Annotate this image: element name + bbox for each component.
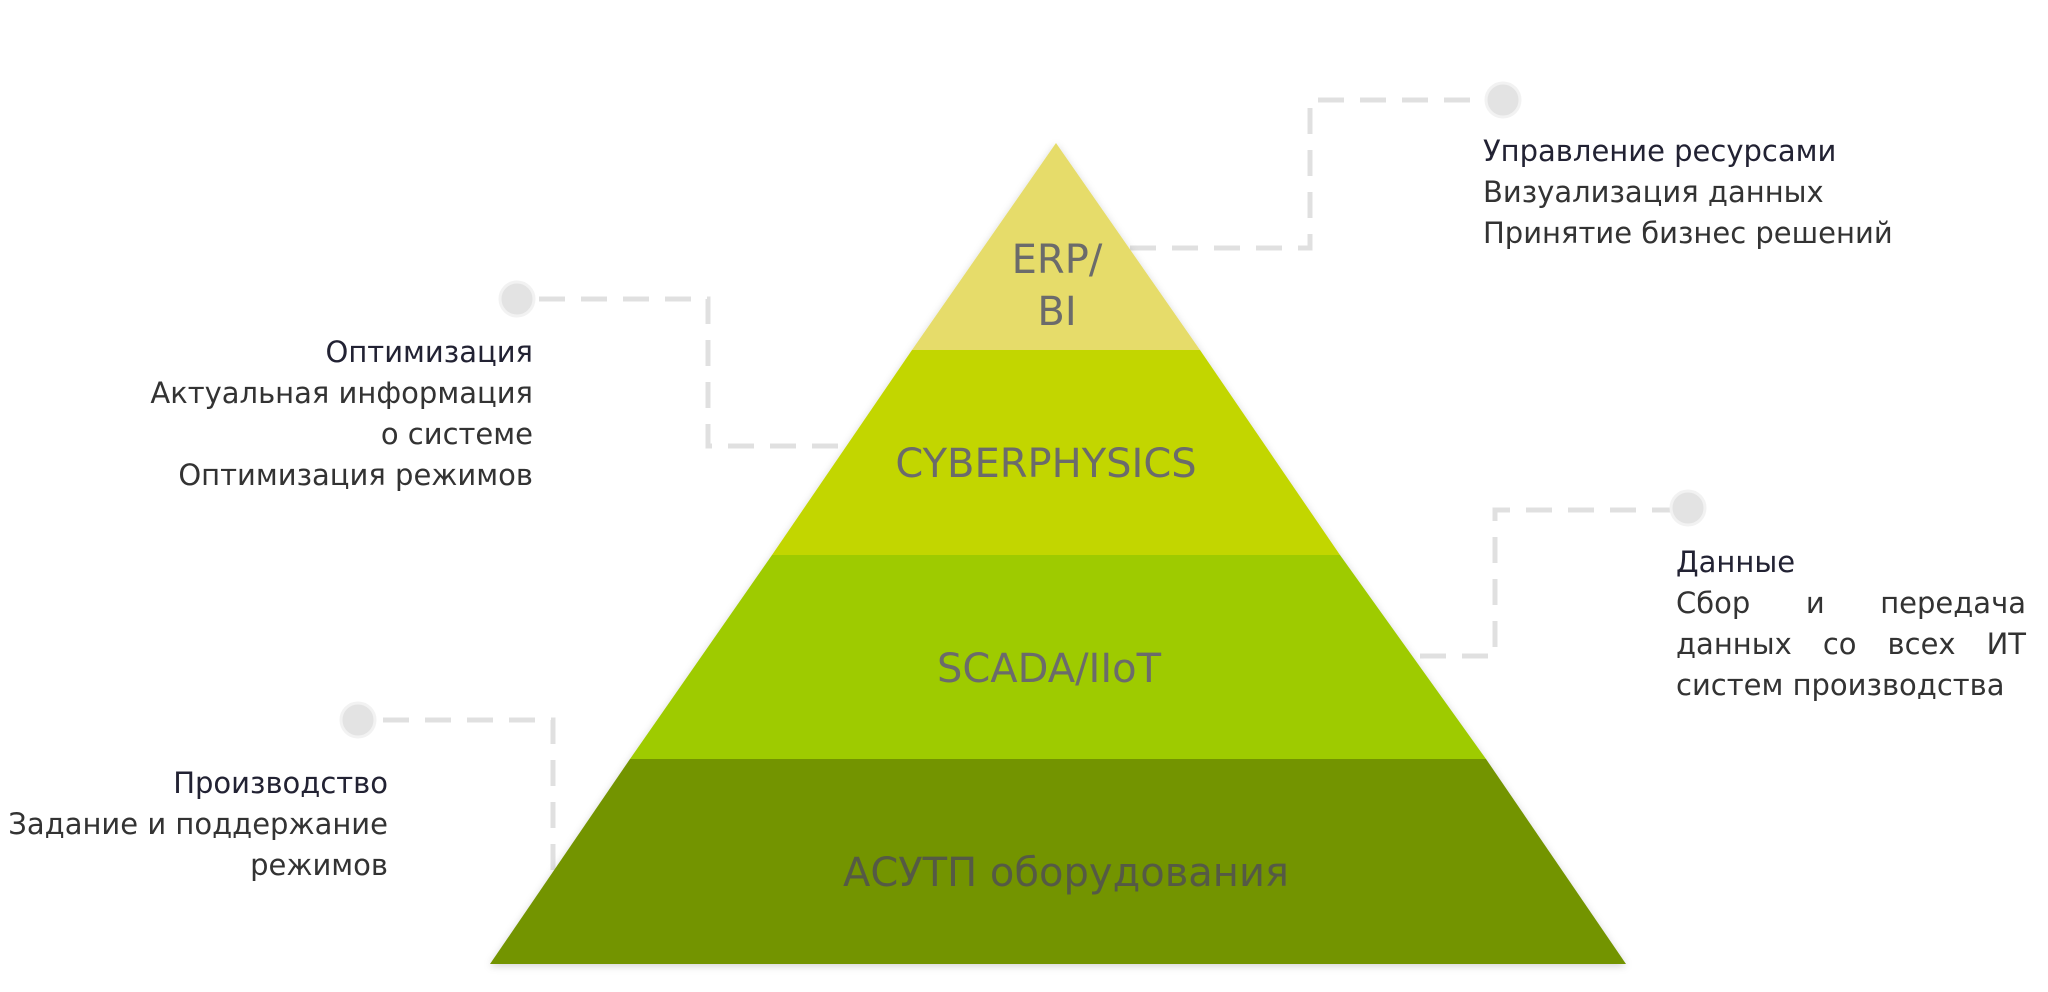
callout-resources-line: Принятие бизнес решений bbox=[1483, 216, 1893, 250]
level-label-cyberphysics: CYBERPHYSICS bbox=[895, 441, 1196, 487]
level-label-erp-line2: BI bbox=[1037, 289, 1076, 335]
callout-production-line: режимов bbox=[250, 848, 388, 882]
callout-data-title: Данные bbox=[1676, 545, 1796, 579]
callout-resources-line: Визуализация данных bbox=[1483, 175, 1824, 209]
callout-data-line: Сбор и передача bbox=[1676, 586, 2026, 620]
callout-production: Производство Задание и поддержание режим… bbox=[0, 763, 388, 886]
callout-data: Данные Сбор и передача данных со всех ИТ… bbox=[1676, 542, 2026, 706]
connector-data bbox=[1420, 507, 1686, 659]
callout-production-line: Задание и поддержание bbox=[8, 807, 388, 841]
level-label-asutp: АСУТП оборудования bbox=[843, 850, 1289, 896]
marker-dot-optimization bbox=[498, 280, 536, 318]
callout-resources-title: Управление ресурсами bbox=[1483, 134, 1837, 168]
level-label-scada: SCADA/IIoT bbox=[937, 646, 1162, 692]
callout-data-line: систем производства bbox=[1676, 668, 2005, 702]
connector-optimization bbox=[518, 296, 838, 449]
pyramid-level-scada bbox=[630, 555, 1486, 759]
pyramid bbox=[490, 143, 1626, 964]
callout-optimization-line: о системе bbox=[380, 417, 533, 451]
callout-production-title: Производство bbox=[173, 766, 388, 800]
connector-production bbox=[358, 717, 556, 870]
marker-dot-data bbox=[1669, 489, 1707, 527]
level-label-erp-line1: ERP/ bbox=[1012, 237, 1103, 283]
callout-optimization: Оптимизация Актуальная информация о сист… bbox=[100, 332, 533, 496]
connector-resources bbox=[1130, 97, 1500, 251]
callout-optimization-line: Оптимизация режимов bbox=[178, 458, 533, 492]
pyramid-level-cyberphysics bbox=[772, 350, 1340, 555]
pyramid-level-erp bbox=[912, 143, 1200, 350]
callout-optimization-title: Оптимизация bbox=[325, 335, 533, 369]
marker-dot-production bbox=[339, 701, 377, 739]
pyramid-level-asutp bbox=[490, 759, 1626, 964]
callout-resources: Управление ресурсами Визуализация данных… bbox=[1483, 131, 1893, 254]
callout-data-line: данных со всех ИТ bbox=[1676, 627, 2026, 661]
callout-optimization-line: Актуальная информация bbox=[150, 376, 533, 410]
marker-dot-resources bbox=[1484, 81, 1522, 119]
